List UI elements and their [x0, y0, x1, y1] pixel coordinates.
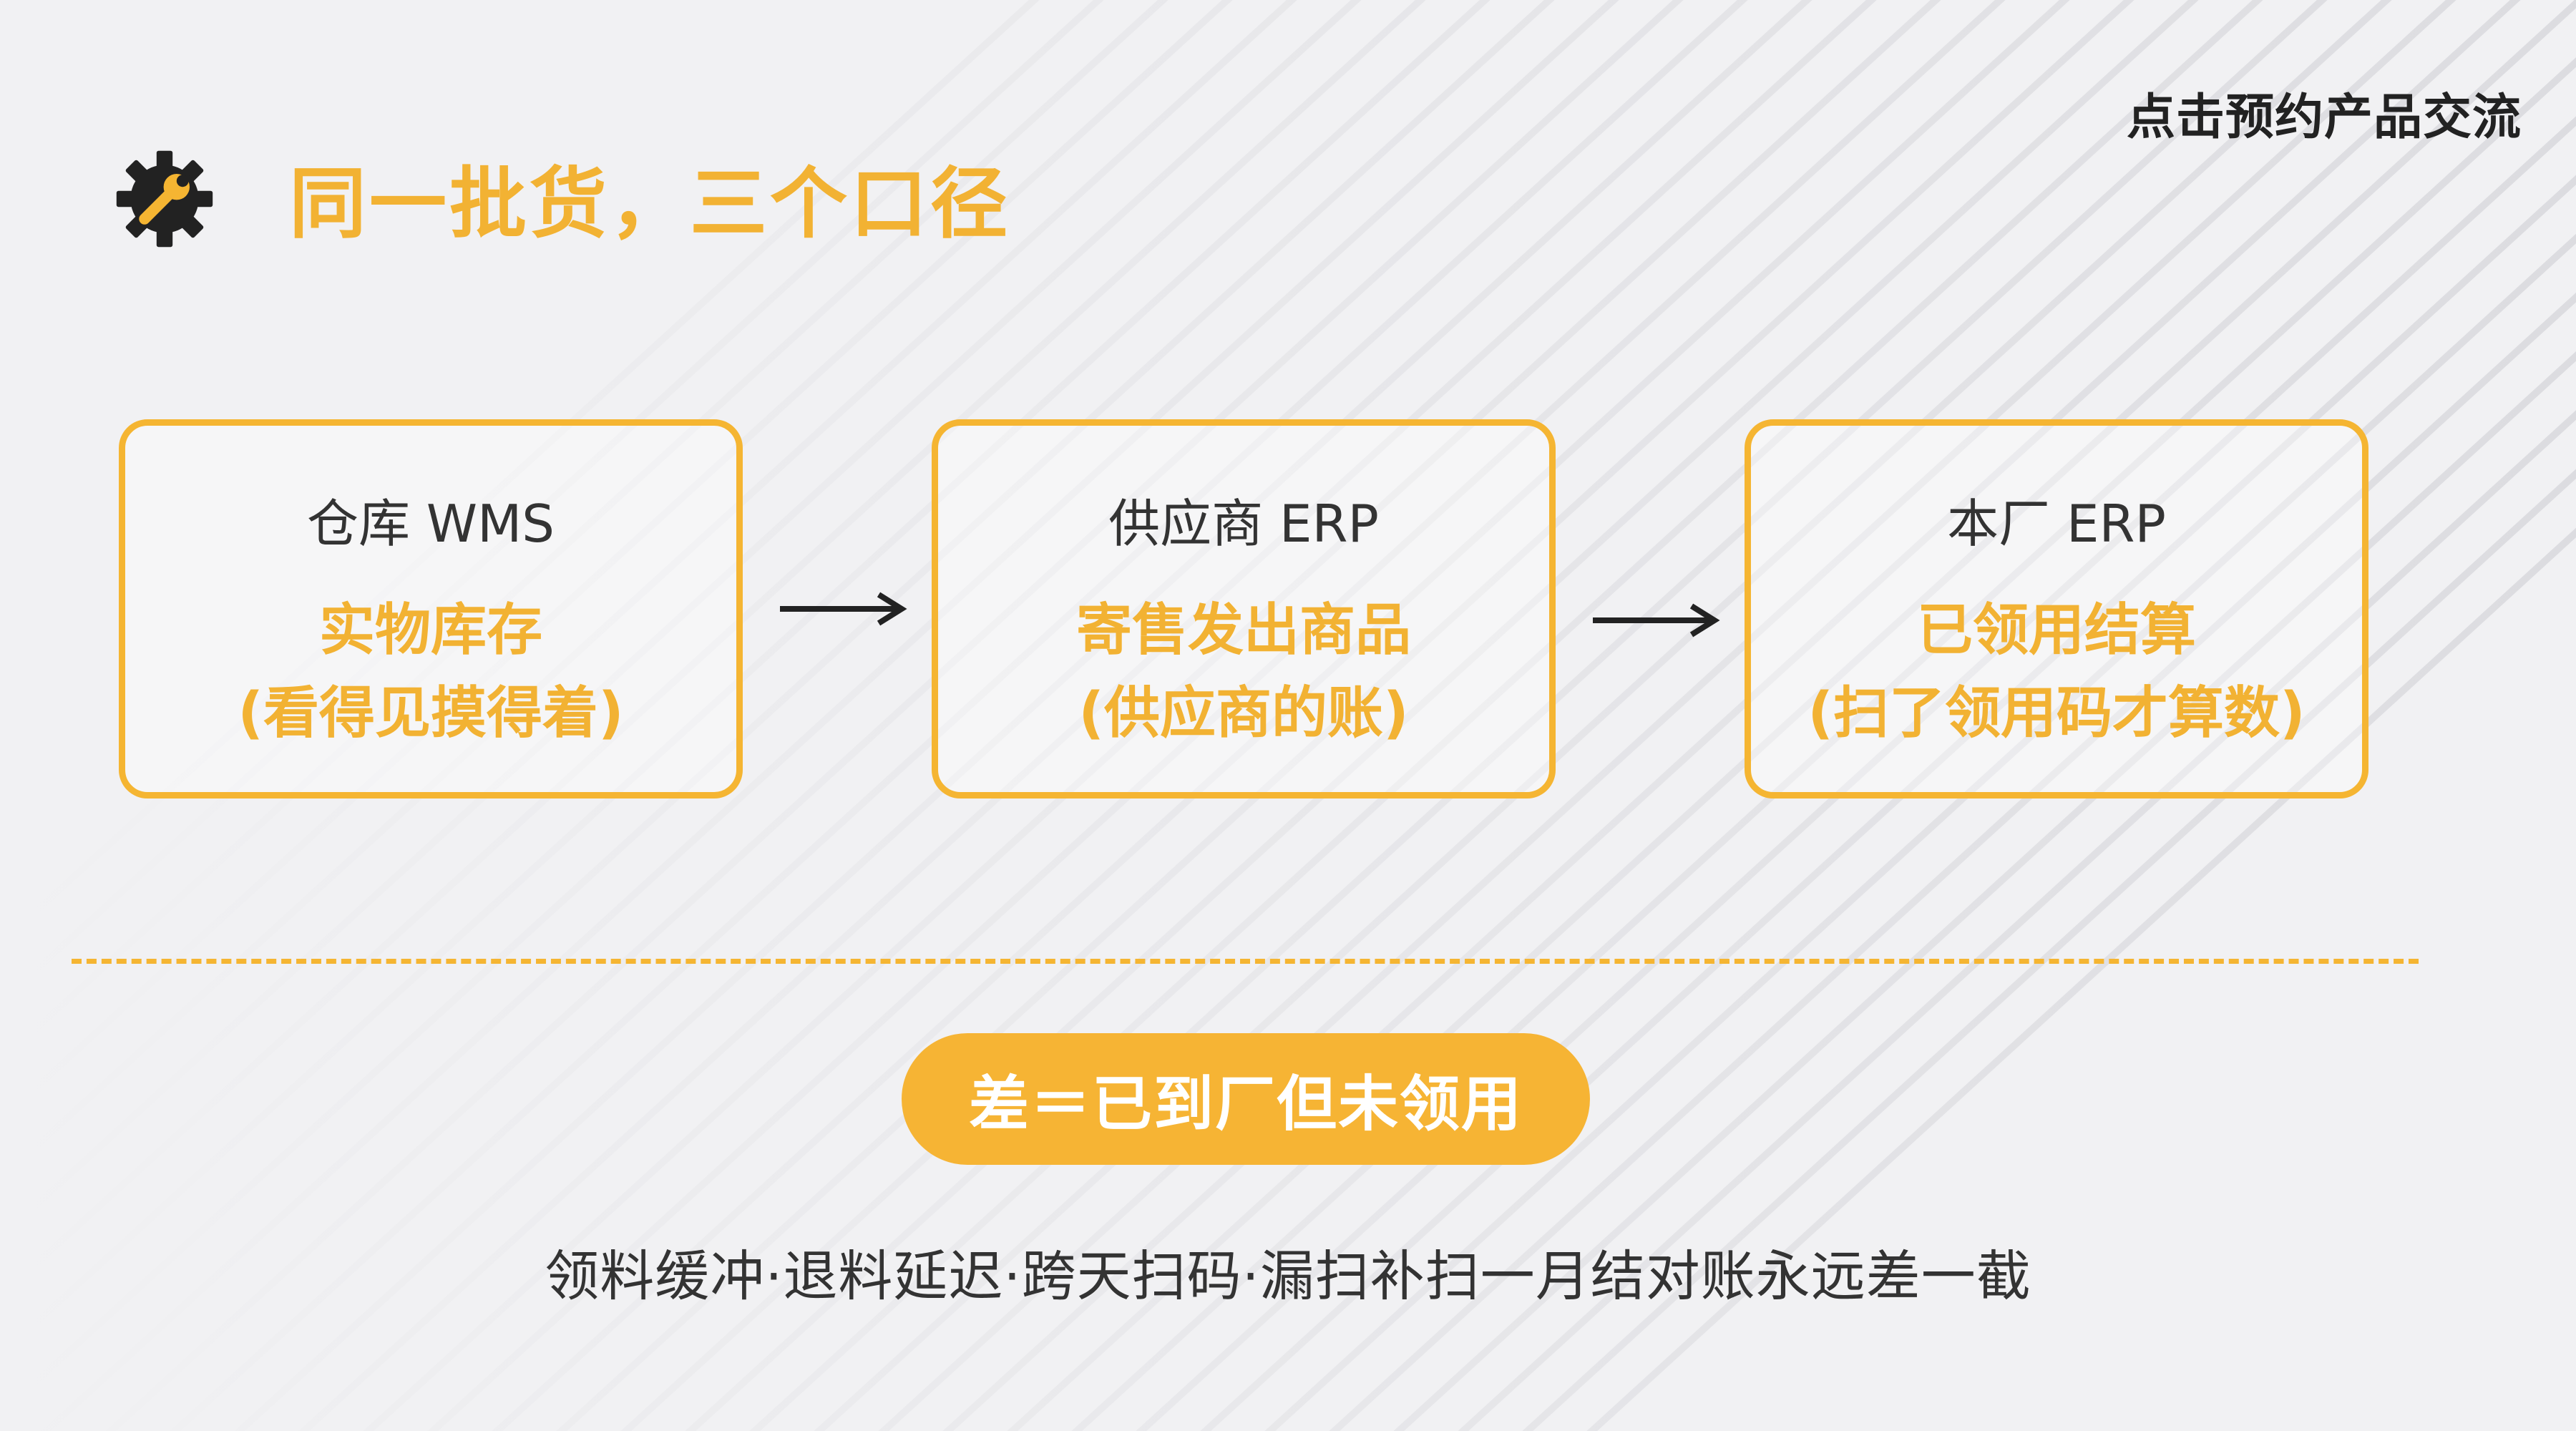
card-line-1: 实物库存	[318, 598, 542, 663]
card-heading: 供应商 ERP	[1108, 494, 1379, 554]
card-line-2: (供应商的账)	[1078, 681, 1409, 746]
warehouse-wms-card: 仓库 WMS 实物库存 (看得见摸得着)	[119, 419, 743, 798]
card-heading: 仓库 WMS	[307, 494, 555, 554]
card-line-2: (扫了领用码才算数)	[1807, 681, 2306, 746]
card-line-2: (看得见摸得着)	[238, 681, 624, 746]
card-line-1: 已领用结算	[1916, 598, 2196, 663]
gear-wrench-icon	[116, 150, 213, 248]
card-heading: 本厂 ERP	[1947, 494, 2166, 554]
arrow-right-icon	[780, 592, 907, 626]
factory-erp-card: 本厂 ERP 已领用结算 (扫了领用码才算数)	[1745, 419, 2368, 798]
card-body: 已领用结算 (扫了领用码才算数)	[1751, 589, 2362, 755]
card-body: 实物库存 (看得见摸得着)	[125, 589, 736, 755]
footer-note: 领料缓冲·退料延迟·跨天扫码·漏扫补扫一月结对账永远差一截	[545, 1244, 2031, 1308]
supplier-erp-card: 供应商 ERP 寄售发出商品 (供应商的账)	[932, 419, 1556, 798]
card-body: 寄售发出商品 (供应商的账)	[938, 589, 1549, 755]
book-consultation-link[interactable]: 点击预约产品交流	[2126, 89, 2522, 146]
page-title: 同一批货，三个口径	[289, 160, 1011, 249]
card-line-1: 寄售发出商品	[1075, 598, 1411, 663]
difference-pill: 差＝已到厂但未领用	[902, 1033, 1590, 1165]
arrow-right-icon	[1593, 603, 1720, 638]
dashed-divider	[72, 959, 2419, 964]
